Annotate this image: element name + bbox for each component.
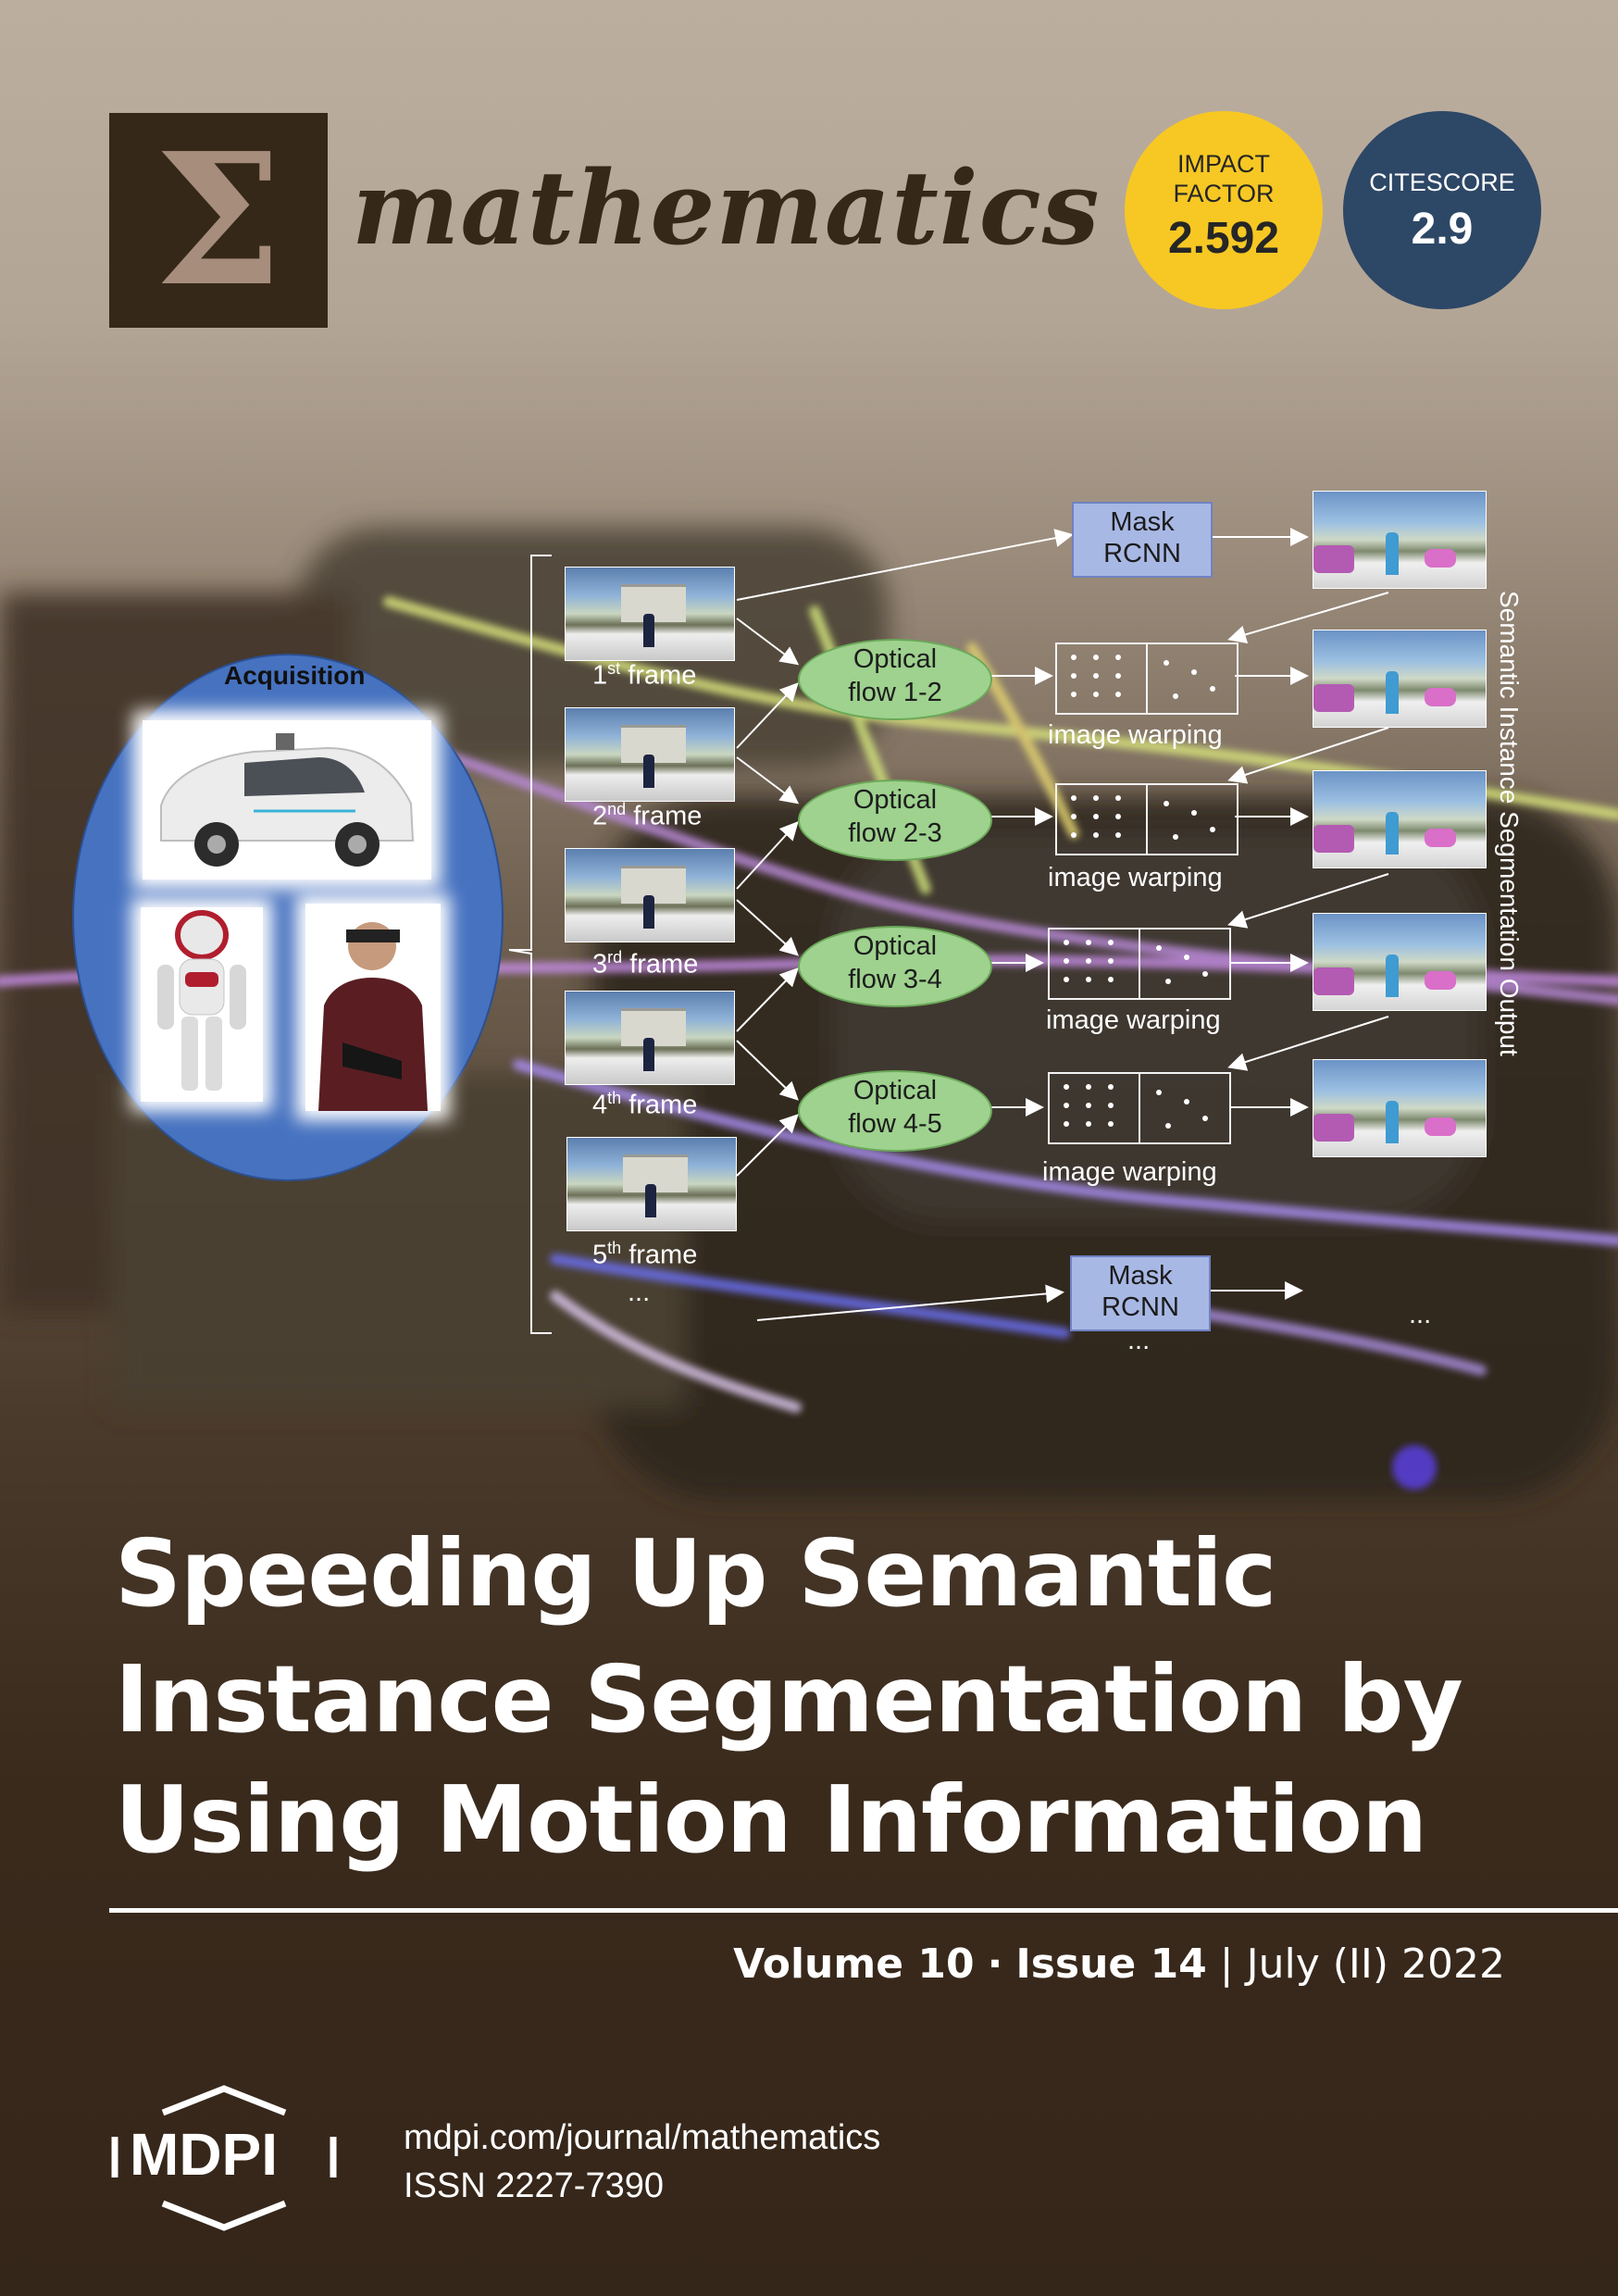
- issn-number: ISSN 2227-7390: [404, 2166, 664, 2205]
- segmentation-output-3: [1313, 770, 1487, 868]
- frame-label-5: 5th frame: [592, 1239, 698, 1270]
- frame-label-2: 2nd frame: [592, 800, 703, 831]
- journal-name: mathematics: [352, 148, 1101, 268]
- journal-logo: Σ: [109, 113, 328, 328]
- frame-label-1: 1st frame: [592, 659, 697, 691]
- car-icon: [160, 733, 415, 867]
- sigma-logo-icon: Σ: [154, 114, 283, 327]
- frame-thumbnail-3: [565, 848, 735, 942]
- issue-text: Issue 14: [1015, 1940, 1207, 1988]
- mask-rcnn-box-bottom: Mask RCNN: [1070, 1255, 1211, 1331]
- self-driving-car-image: [143, 720, 431, 880]
- output-ellipsis: ...: [1409, 1300, 1432, 1329]
- person-icon: [318, 922, 428, 1111]
- article-title-line-1: Speeding Up Semantic: [115, 1519, 1276, 1628]
- impact-factor-badge: IMPACT FACTOR 2.592: [1125, 111, 1323, 309]
- issue-info: Volume 10 · Issue 14 | July (II) 2022: [733, 1940, 1505, 1988]
- citescore-badge: CITESCORE 2.9: [1343, 111, 1541, 309]
- mdpi-hexagon-icon: [111, 2085, 337, 2231]
- image-warping-label-3: image warping: [1046, 1005, 1221, 1035]
- frame-label-4: 4th frame: [592, 1089, 698, 1120]
- image-warping-box-2: [1055, 783, 1238, 855]
- image-warping-box-4: [1048, 1072, 1231, 1144]
- segmentation-output-1: [1313, 491, 1487, 589]
- impact-factor-value: 2.592: [1167, 214, 1280, 263]
- segmentation-output-4: [1313, 913, 1487, 1011]
- journal-url[interactable]: mdpi.com/journal/mathematics: [404, 2118, 881, 2157]
- article-title-line-3: Using Motion Information: [115, 1766, 1427, 1874]
- mask-bottom-ellipsis: ...: [1127, 1326, 1151, 1355]
- title-divider: [109, 1908, 1618, 1913]
- frame-thumbnail-4: [565, 991, 735, 1085]
- frame-thumbnail-1: [565, 567, 735, 661]
- impact-label-line2: FACTOR: [1173, 180, 1275, 207]
- separator-dot: ·: [987, 1940, 1003, 1988]
- robot-icon: [157, 910, 246, 1091]
- frame-ellipsis: ...: [628, 1278, 651, 1307]
- volume-text: Volume 10: [733, 1940, 975, 1988]
- acquisition-label: Acquisition: [224, 661, 366, 690]
- frame-label-3: 3rd frame: [592, 948, 699, 980]
- issue-date: July (II) 2022: [1246, 1940, 1505, 1988]
- person-with-headset-image: [305, 904, 441, 1111]
- segmentation-output-2: [1313, 630, 1487, 728]
- separator-bar: |: [1219, 1940, 1234, 1988]
- mask-rcnn-box-top: Mask RCNN: [1072, 502, 1213, 578]
- frame-thumbnail-2: [565, 707, 735, 802]
- citescore-label: CITESCORE: [1369, 168, 1515, 196]
- frame-thumbnail-5: [566, 1137, 737, 1231]
- image-warping-label-2: image warping: [1048, 863, 1223, 892]
- citescore-value: 2.9: [1411, 205, 1474, 254]
- image-warping-box-1: [1055, 643, 1238, 715]
- article-title-line-2: Instance Segmentation by: [115, 1645, 1463, 1753]
- output-vertical-label: Semantic Instance Segmentation Output: [1495, 591, 1524, 1056]
- image-warping-label-1: image warping: [1048, 720, 1223, 750]
- impact-label-line1: IMPACT: [1177, 150, 1270, 178]
- image-warping-label-4: image warping: [1042, 1157, 1217, 1187]
- segmentation-output-5: [1313, 1059, 1487, 1157]
- mdpi-logo-text: MDPI: [130, 2121, 278, 2188]
- image-warping-box-3: [1048, 928, 1231, 1000]
- acquisition-panel: Acquisition: [72, 654, 504, 1181]
- humanoid-robot-image: [141, 907, 263, 1102]
